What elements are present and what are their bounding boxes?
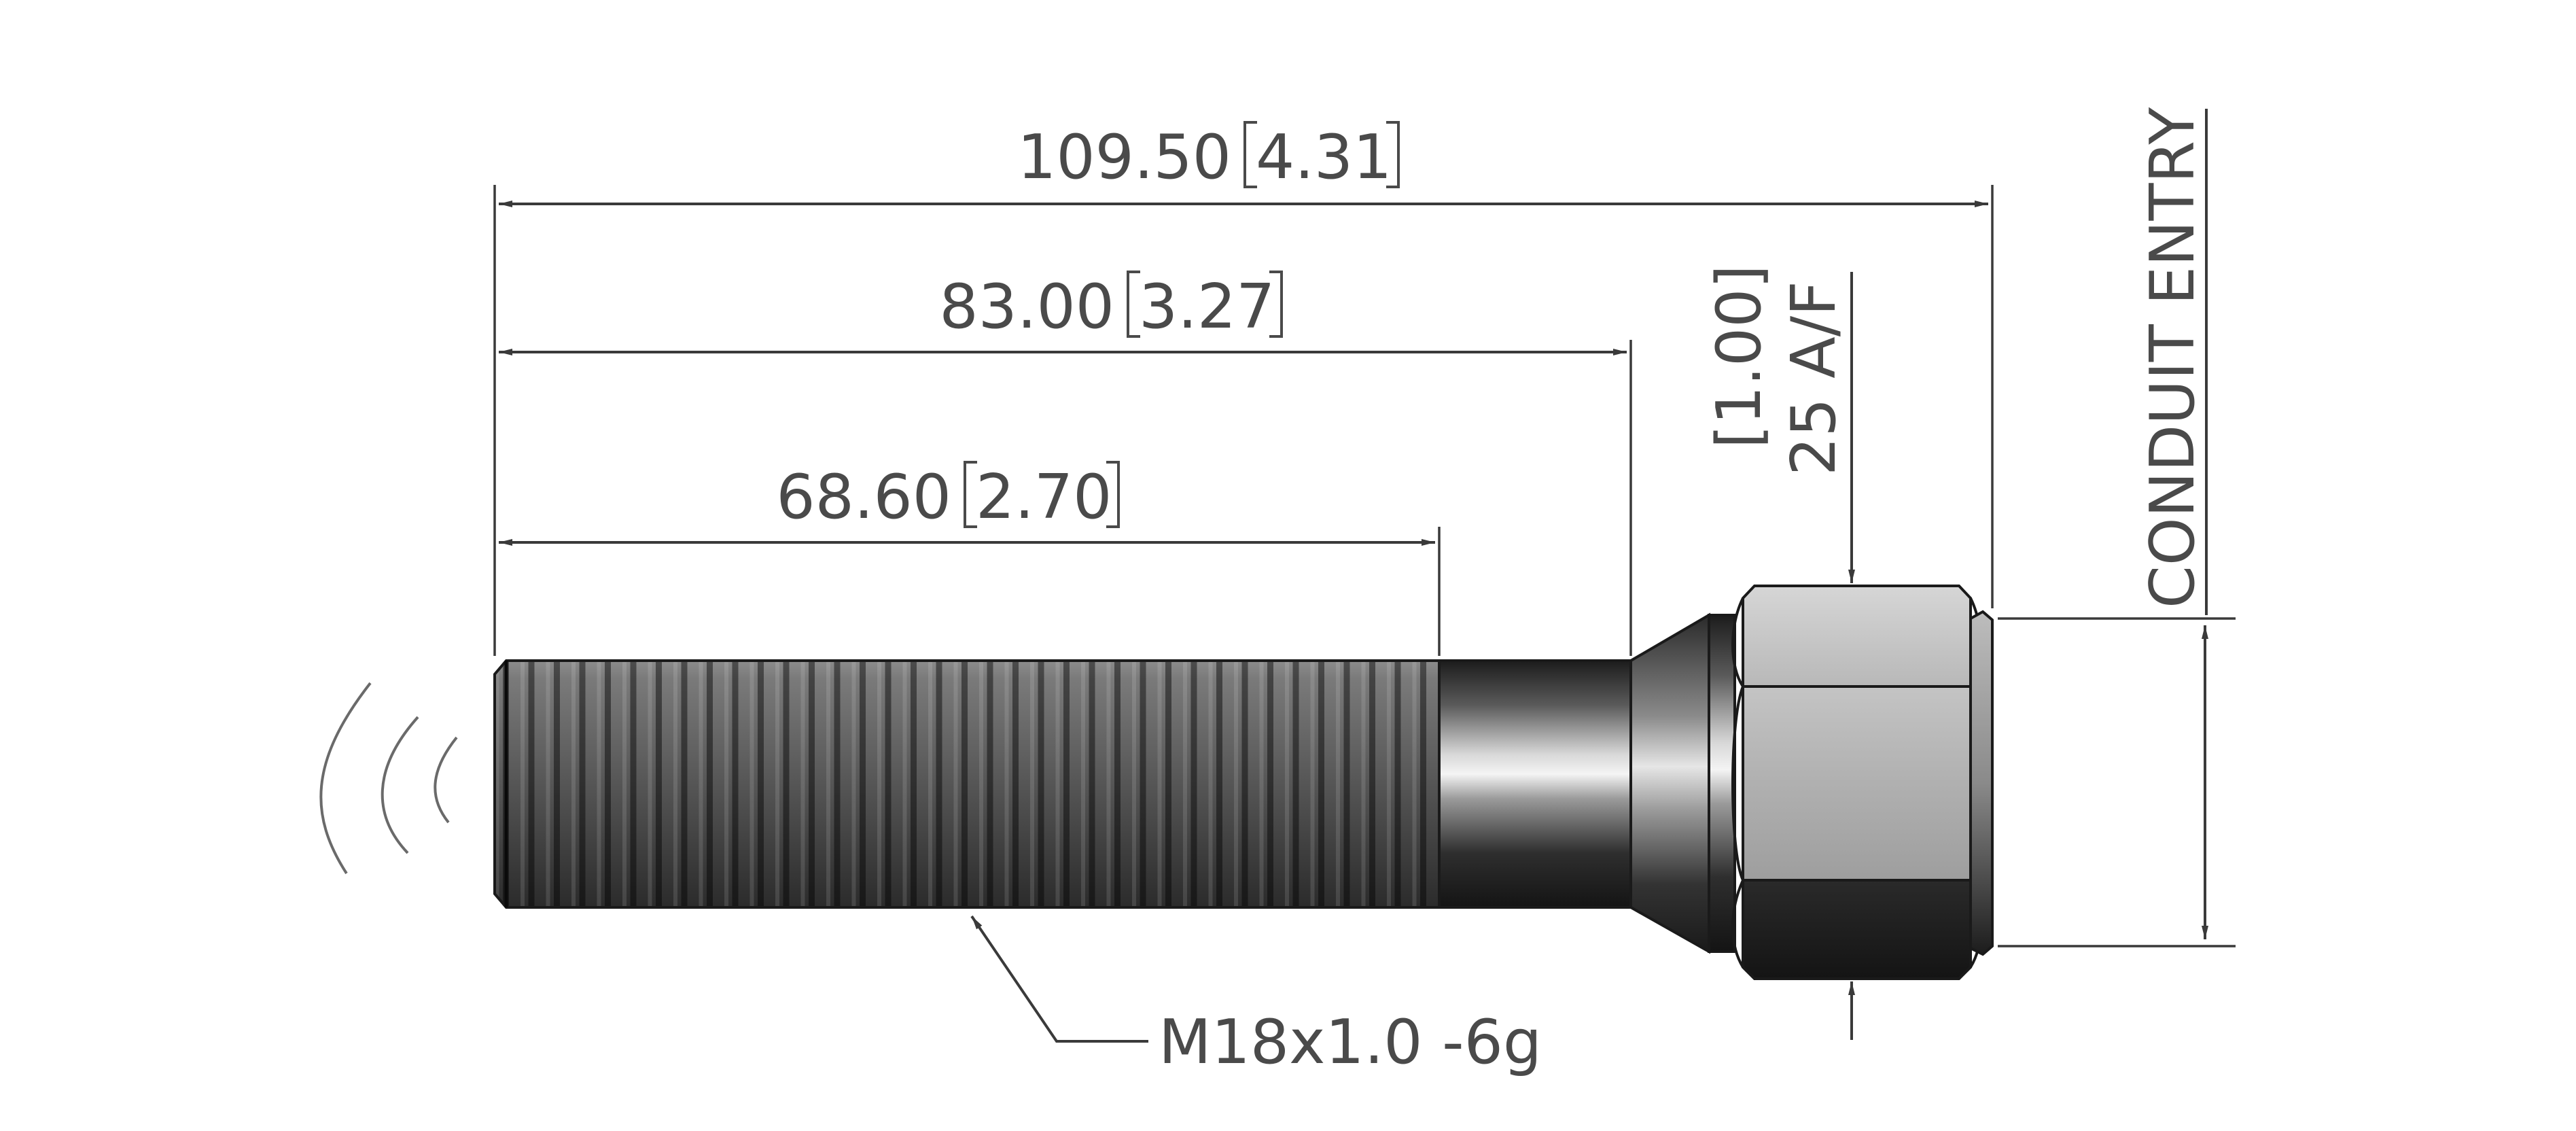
hex-size-label: 25 A/F: [1778, 281, 1850, 476]
hex-nut-top-face: [1742, 585, 1972, 688]
conduit-entry-label: CONDUIT ENTRY: [2137, 107, 2208, 608]
hex-edge-left: [1731, 686, 1744, 881]
hex-chamfer-bottom-left: [1731, 880, 1744, 969]
hex-chamfer-top-left: [1731, 597, 1744, 688]
hex-nut-mid-face: [1742, 685, 1972, 882]
cone-transition: [1629, 612, 1710, 954]
collar-washer: [1969, 610, 1994, 956]
thread-spec-callout: M18x1.0 -6g: [970, 915, 1542, 1078]
dimension-to-hex-alt: 3.27: [1139, 271, 1275, 343]
extension-lines: [493, 185, 2236, 947]
dimension-conduit-entry: CONDUIT ENTRY: [2137, 107, 2208, 939]
threaded-section: [493, 659, 1441, 909]
dimension-hex-size: 25 A/F [1.00]: [1704, 264, 1855, 1040]
hex-nut-bottom-face: [1742, 879, 1972, 980]
neck-ring: [1708, 614, 1736, 953]
dimension-overall: 109.50 4.31: [499, 121, 1988, 207]
dimension-to-hex: 83.00 3.27: [499, 271, 1627, 355]
thread-spec-label: M18x1.0 -6g: [1159, 1007, 1542, 1078]
dimension-thread-length-alt: 2.70: [976, 462, 1112, 533]
dimension-overall-value: 109.50: [1017, 122, 1231, 193]
dimension-overall-alt: 4.31: [1256, 122, 1392, 193]
hex-size-alt: [1.00]: [1704, 264, 1775, 449]
dimension-to-hex-value: 83.00: [939, 271, 1114, 343]
smooth-shank: [1438, 659, 1632, 909]
dimension-thread-length-value: 68.60: [776, 462, 951, 533]
bolt-part: [493, 585, 1994, 980]
dimension-thread-length: 68.60 2.70: [499, 461, 1435, 546]
flex-indicator-lines: [319, 682, 458, 875]
